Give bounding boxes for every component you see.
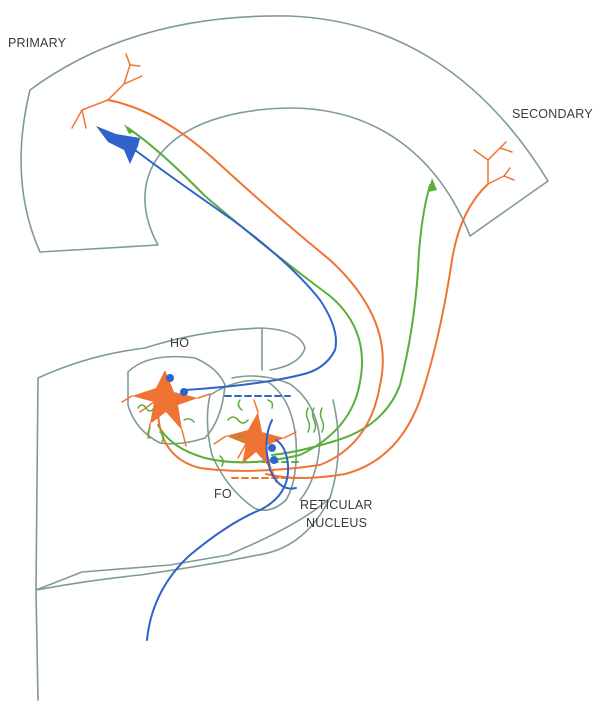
green-terminal-reticular [307, 408, 324, 432]
label-secondary: SECONDARY [512, 107, 593, 121]
cortex-outline [21, 16, 548, 252]
lower-brain-outline [36, 498, 330, 590]
orange-axon-primary [108, 100, 383, 471]
label-fo: FO [214, 487, 232, 501]
green-arrowhead-primary [124, 124, 134, 134]
blue-terminal-fo-1 [268, 444, 276, 452]
blue-axon-cortex [135, 150, 336, 390]
blue-terminal-fo-2 [270, 456, 278, 464]
label-primary: PRIMARY [8, 36, 67, 50]
orange-dendrite-secondary [474, 142, 514, 184]
label-nucleus: NUCLEUS [306, 516, 367, 530]
orange-dendrite-primary [72, 54, 142, 128]
ho-relay-neuron [132, 370, 198, 430]
blue-terminal-ho-2 [180, 388, 188, 396]
orange-axon-secondary [266, 184, 488, 478]
label-reticular: RETICULAR [300, 498, 373, 512]
blue-terminal-ho-1 [166, 374, 174, 382]
label-ho: HO [170, 336, 189, 350]
thalamus-outline [36, 328, 338, 700]
